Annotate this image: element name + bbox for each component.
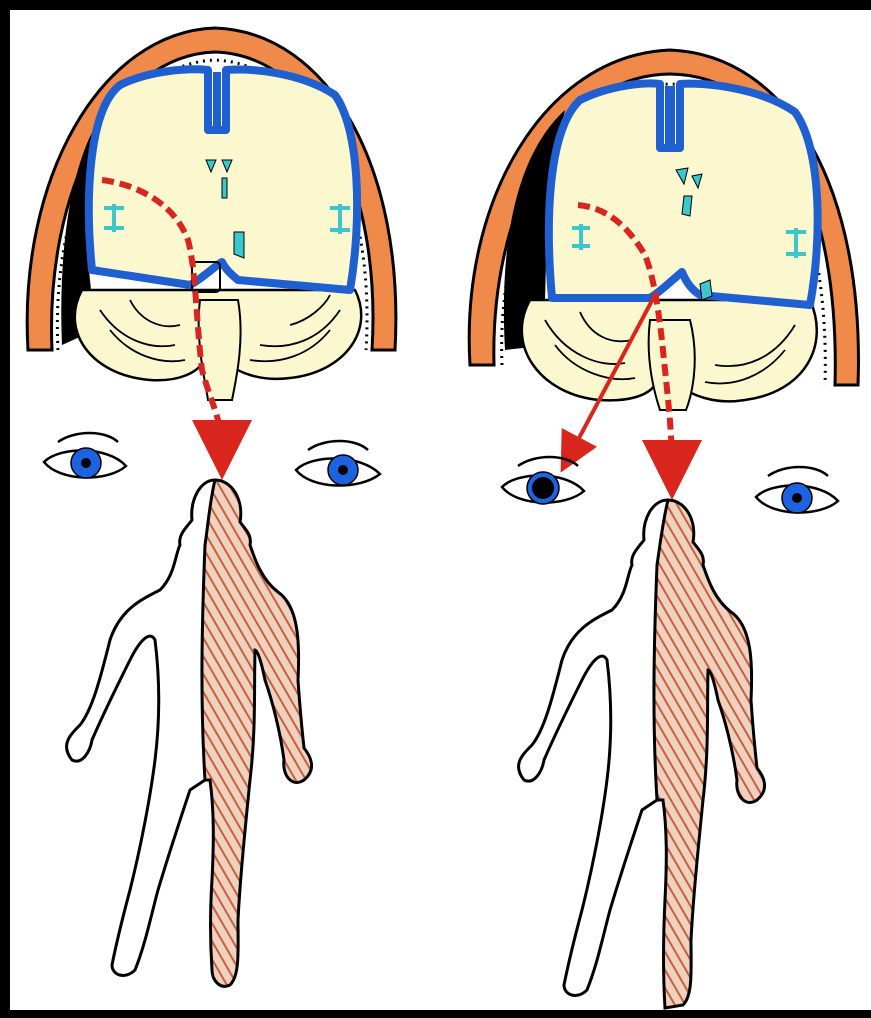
right-eye-1-pupil-dilated (532, 477, 554, 499)
right-fissure (666, 86, 674, 146)
left-fissure (214, 72, 220, 128)
left-eye-1-pupil (81, 458, 91, 468)
right-eye-2-pupil (792, 493, 802, 503)
right-brainstem (649, 320, 695, 410)
right-ventricle-4 (700, 280, 712, 300)
right-ventricle-3 (682, 196, 692, 216)
left-ventricle-4 (234, 232, 244, 258)
left-eye-2-pupil (338, 465, 348, 475)
right-cortex (549, 83, 818, 305)
left-ventricle-3 (222, 178, 227, 198)
